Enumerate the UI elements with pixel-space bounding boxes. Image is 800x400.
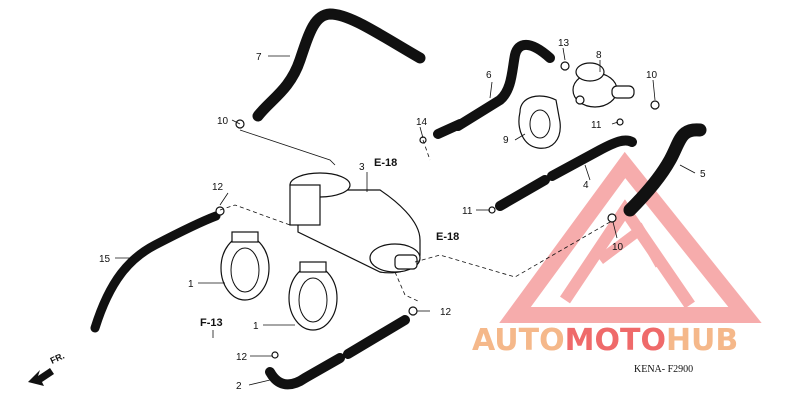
callout-15: 15	[99, 254, 111, 265]
callout-10-bottom: 10	[612, 242, 624, 253]
ref-e18-right: E-18	[436, 231, 459, 243]
callout-8: 8	[596, 50, 602, 61]
bracket-9	[518, 95, 561, 149]
leader-lines	[115, 47, 696, 386]
hose-2	[265, 315, 410, 390]
front-label: FR.	[49, 351, 66, 366]
callout-3: 7	[256, 52, 262, 63]
hose-3	[252, 8, 426, 122]
clips	[215, 61, 660, 359]
callout-12-right: 12	[440, 307, 452, 318]
hose-7	[433, 39, 555, 139]
watermark-logo	[499, 151, 762, 323]
hose-15	[90, 211, 221, 333]
callout-7: 6	[486, 70, 492, 81]
callout-10-left: 10	[217, 116, 229, 127]
diagram-code: KENA- F2900	[634, 364, 693, 375]
canister-4	[289, 172, 421, 274]
ref-e18-top: E-18	[374, 157, 397, 169]
callout-4: 3	[359, 162, 365, 173]
callout-10-top-right: 10	[646, 70, 658, 81]
callout-2: 2	[236, 381, 242, 392]
callout-1-left: 1	[188, 279, 194, 290]
callout-1-right: 1	[253, 321, 259, 332]
callout-11-top: 11	[591, 120, 602, 131]
front-arrow-icon	[28, 368, 54, 386]
callout-labels: 7 10 12 15 1 1 12 2 3 14 6 13 8 10 11 9 …	[99, 38, 706, 392]
valve-8	[572, 62, 635, 108]
hose-5	[495, 135, 637, 211]
watermark-text: AUTOMOTOHUB	[472, 323, 738, 358]
callout-6: 5	[700, 169, 706, 180]
callout-12-bottom: 12	[236, 352, 248, 363]
band-1-right	[288, 261, 338, 331]
hose-6	[623, 123, 707, 217]
callout-14: 14	[416, 117, 428, 128]
callout-9: 9	[503, 135, 509, 146]
callout-11-bottom: 11	[462, 206, 473, 217]
band-1-left	[220, 231, 270, 301]
ref-f13: F-13	[200, 317, 223, 329]
callout-13: 13	[558, 38, 570, 49]
callout-5: 4	[583, 180, 589, 191]
callout-12-top: 12	[212, 182, 224, 193]
